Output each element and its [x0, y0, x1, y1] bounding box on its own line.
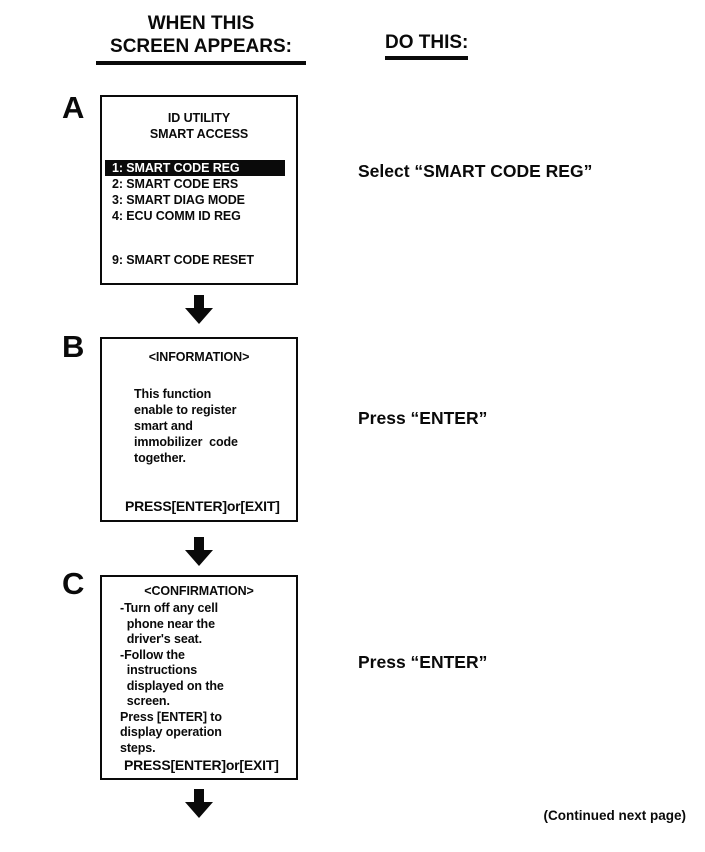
- screen-a-title-line-1: ID UTILITY: [167, 111, 231, 125]
- column-header-when-this-screen-appears: WHEN THIS SCREEN APPEARS:: [96, 12, 306, 65]
- menu-item-smart-code-reg: 1: SMART CODE REG: [105, 160, 285, 176]
- screen-b-body: This function enable to register smart a…: [134, 387, 238, 465]
- continued-next-page-note: (Continued next page): [543, 808, 687, 823]
- header-line-2: SCREEN APPEARS:: [110, 36, 292, 57]
- step-label-a: A: [62, 90, 85, 125]
- screen-a-title: ID UTILITY SMART ACCESS: [102, 97, 296, 142]
- screen-c-title: <CONFIRMATION>: [144, 584, 254, 598]
- step-label-b: B: [62, 329, 85, 364]
- column-header-do-this: DO THIS:: [385, 31, 469, 60]
- menu-item-smart-diag-mode: 3: SMART DIAG MODE: [112, 193, 245, 207]
- menu-item-smart-code-reset: 9: SMART CODE RESET: [112, 253, 254, 267]
- header-line-1: WHEN THIS: [147, 13, 255, 34]
- down-arrow-icon: [185, 295, 213, 324]
- menu-item-smart-code-ers: 2: SMART CODE ERS: [112, 177, 239, 191]
- action-press-enter-b: Press “ENTER”: [358, 408, 488, 428]
- screen-c-body: -Turn off any cell phone near the driver…: [120, 601, 224, 755]
- screen-c-footer: PRESS[ENTER]or[EXIT]: [124, 757, 279, 773]
- menu-item-ecu-comm-id-reg: 4: ECU COMM ID REG: [112, 209, 241, 223]
- down-arrow-icon: [185, 537, 213, 566]
- step-label-c: C: [62, 566, 85, 601]
- action-select-smart-code-reg: Select “SMART CODE REG”: [358, 161, 593, 181]
- down-arrow-icon: [185, 789, 213, 818]
- screen-a-menu: 1: SMART CODE REG 2: SMART CODE ERS 3: S…: [105, 160, 296, 268]
- action-press-enter-c: Press “ENTER”: [358, 652, 488, 672]
- screen-a-id-utility: ID UTILITY SMART ACCESS 1: SMART CODE RE…: [100, 95, 298, 285]
- screen-b-footer: PRESS[ENTER]or[EXIT]: [125, 498, 280, 514]
- screen-c-confirmation: <CONFIRMATION> -Turn off any cell phone …: [100, 575, 298, 780]
- screen-b-title: <INFORMATION>: [148, 350, 250, 364]
- screen-a-title-line-2: SMART ACCESS: [149, 127, 249, 141]
- screen-b-information: <INFORMATION> This function enable to re…: [100, 337, 298, 522]
